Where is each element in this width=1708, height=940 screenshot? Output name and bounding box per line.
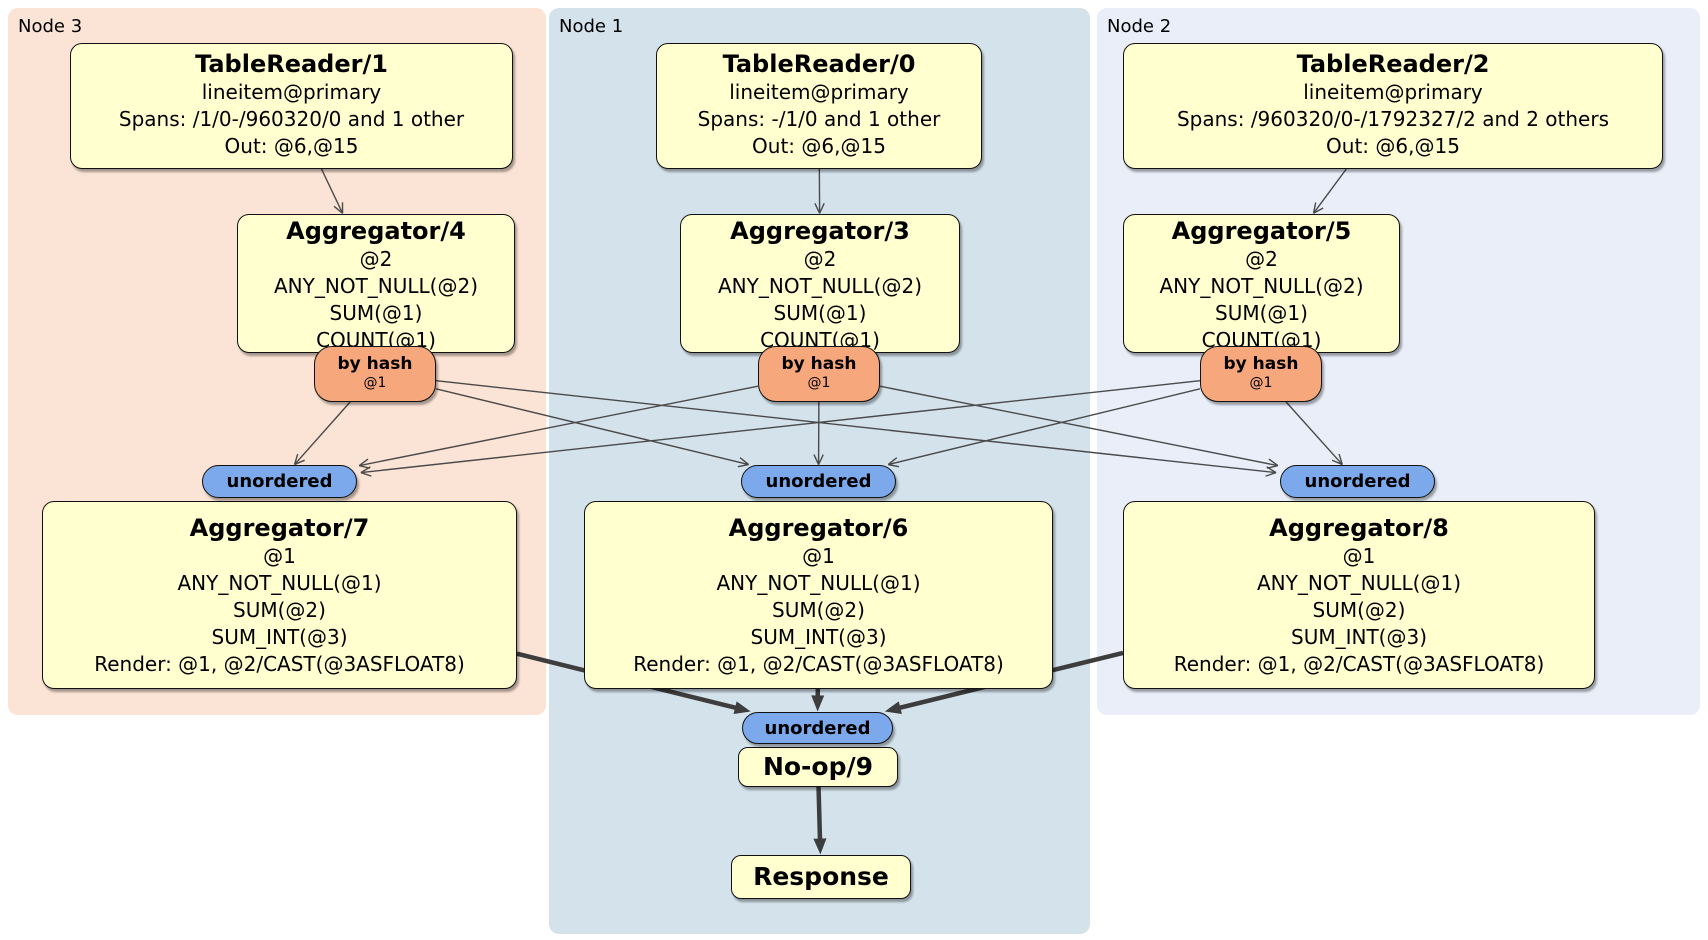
sync-unordered: unordered — [741, 465, 896, 498]
processor-aggregator-3: Aggregator/3 @2 ANY_NOT_NULL(@2) SUM(@1)… — [680, 214, 960, 353]
processor-detail-line: @1 — [263, 544, 296, 568]
processor-detail-line: Spans: -/1/0 and 1 other — [697, 107, 941, 131]
processor-detail-line: ANY_NOT_NULL(@1) — [1257, 571, 1461, 595]
region-node-2-label: Node 2 — [1107, 16, 1172, 37]
processor-aggregator-8: Aggregator/8 @1 ANY_NOT_NULL(@1) SUM(@2)… — [1123, 501, 1595, 689]
region-node-3-label: Node 3 — [18, 16, 83, 37]
processor-detail-line: SUM(@1) — [329, 301, 423, 325]
processor-detail-line: Render: @1, @2/CAST(@3ASFLOAT8) — [1173, 652, 1545, 676]
processor-detail-line: Spans: /960320/0-/1792327/2 and 2 others — [1176, 107, 1609, 131]
processor-tablereader-0: TableReader/0 lineitem@primary Spans: -/… — [656, 43, 982, 169]
processor-detail-line: Spans: /1/0-/960320/0 and 1 other — [118, 107, 465, 131]
processor-title: TableReader/2 — [1296, 50, 1490, 78]
processor-detail-line: Render: @1, @2/CAST(@3ASFLOAT8) — [94, 652, 465, 676]
region-node-1-label: Node 1 — [559, 16, 624, 37]
processor-detail-line: ANY_NOT_NULL(@2) — [274, 274, 478, 298]
processor-aggregator-4: Aggregator/4 @2 ANY_NOT_NULL(@2) SUM(@1)… — [237, 214, 515, 353]
processor-title: Aggregator/8 — [1269, 514, 1449, 542]
processor-detail-line: Out: @6,@15 — [224, 134, 359, 158]
processor-detail-line: ANY_NOT_NULL(@2) — [718, 274, 922, 298]
sync-unordered: unordered — [202, 465, 357, 498]
processor-title: Aggregator/4 — [286, 217, 466, 245]
router-by-hash-label: by hash — [781, 354, 857, 374]
processor-detail-line: @2 — [359, 247, 393, 271]
processor-detail-line: @2 — [1245, 247, 1278, 271]
processor-noop-9: No-op/9 — [738, 747, 898, 787]
processor-detail-line: ANY_NOT_NULL(@1) — [716, 571, 921, 595]
processor-detail-line: SUM(@1) — [773, 301, 867, 325]
processor-detail-line: lineitem@primary — [201, 80, 382, 104]
processor-title: TableReader/1 — [195, 50, 388, 78]
processor-detail-line: ANY_NOT_NULL(@2) — [1159, 274, 1364, 298]
processor-response: Response — [731, 855, 911, 899]
processor-title: Response — [753, 862, 889, 891]
sync-unordered: unordered — [1280, 465, 1435, 498]
processor-aggregator-5: Aggregator/5 @2 ANY_NOT_NULL(@2) SUM(@1)… — [1123, 214, 1400, 353]
router-by-hash: by hash @1 — [1200, 346, 1322, 402]
processor-detail-line: SUM_INT(@3) — [211, 625, 348, 649]
processor-aggregator-7: Aggregator/7 @1 ANY_NOT_NULL(@1) SUM(@2)… — [42, 501, 517, 689]
processor-title: Aggregator/3 — [730, 217, 910, 245]
router-by-hash-label: by hash — [337, 354, 413, 374]
processor-detail-line: SUM(@1) — [1215, 301, 1308, 325]
processor-detail-line: @1 — [1342, 544, 1376, 568]
router-stream-key: @1 — [1249, 375, 1273, 391]
processor-detail-line: lineitem@primary — [1303, 80, 1483, 104]
processor-title: Aggregator/6 — [728, 514, 909, 542]
processor-detail-line: SUM(@2) — [772, 598, 865, 622]
processor-detail-line: SUM_INT(@3) — [1291, 625, 1427, 649]
processor-detail-line: lineitem@primary — [729, 80, 909, 104]
router-by-hash: by hash @1 — [758, 346, 880, 402]
router-stream-key: @1 — [807, 375, 831, 391]
processor-title: No-op/9 — [762, 752, 874, 781]
router-by-hash-label: by hash — [1223, 354, 1299, 374]
sync-unordered: unordered — [742, 712, 893, 744]
processor-title: Aggregator/7 — [189, 514, 370, 542]
router-stream-key: @1 — [363, 375, 387, 391]
processor-title: Aggregator/5 — [1171, 217, 1352, 245]
processor-detail-line: ANY_NOT_NULL(@1) — [177, 571, 382, 595]
processor-detail-line: @1 — [802, 544, 835, 568]
processor-tablereader-2: TableReader/2 lineitem@primary Spans: /9… — [1123, 43, 1663, 169]
processor-tablereader-1: TableReader/1 lineitem@primary Spans: /1… — [70, 43, 513, 169]
processor-detail-line: Out: @6,@15 — [752, 134, 886, 158]
processor-title: TableReader/0 — [722, 50, 916, 78]
router-by-hash: by hash @1 — [314, 346, 436, 402]
processor-detail-line: SUM(@2) — [233, 598, 326, 622]
processor-detail-line: @2 — [803, 247, 837, 271]
processor-detail-line: Out: @6,@15 — [1326, 134, 1460, 158]
processor-detail-line: SUM_INT(@3) — [750, 625, 887, 649]
processor-detail-line: SUM(@2) — [1312, 598, 1406, 622]
processor-detail-line: Render: @1, @2/CAST(@3ASFLOAT8) — [633, 652, 1004, 676]
processor-aggregator-6: Aggregator/6 @1 ANY_NOT_NULL(@1) SUM(@2)… — [584, 501, 1053, 689]
